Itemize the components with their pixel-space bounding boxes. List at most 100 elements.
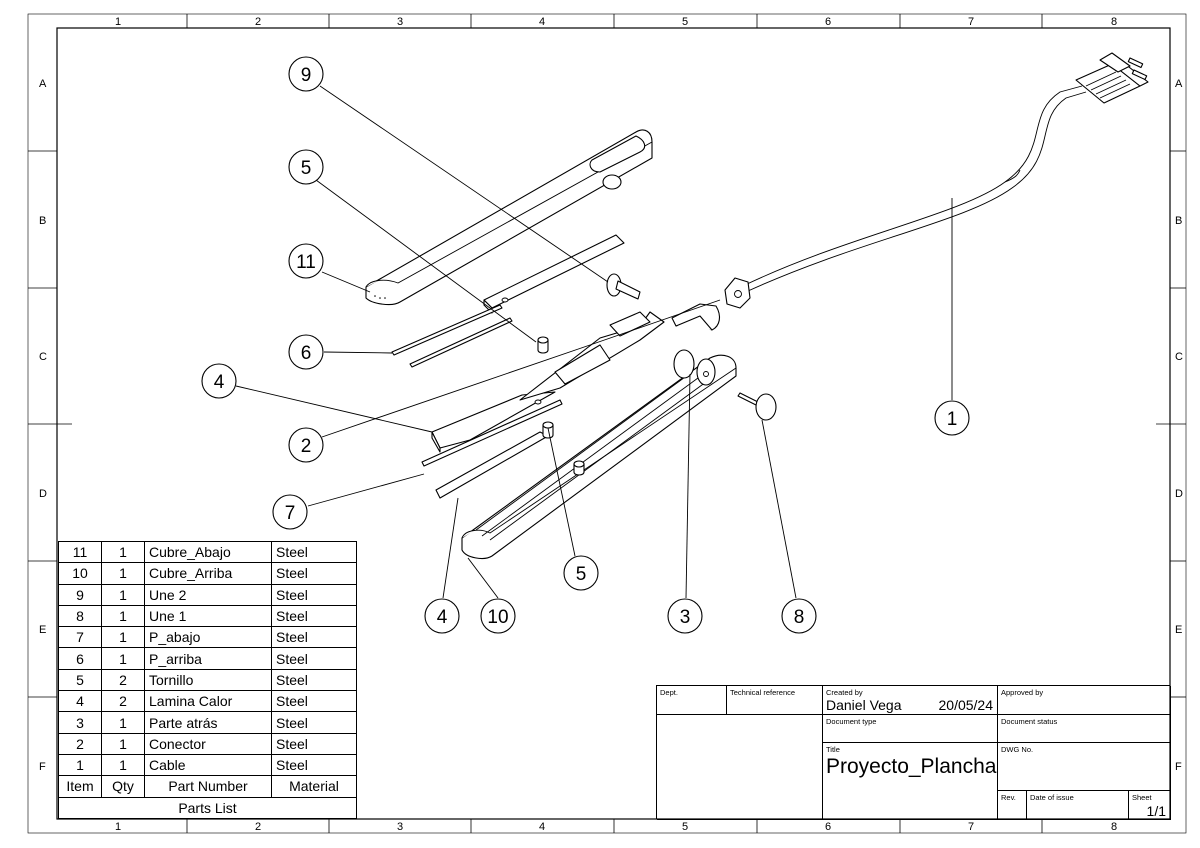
row-label: F [1175,761,1182,773]
svg-text:8: 8 [794,607,805,628]
balloon-5-bottom: 5 [563,555,599,591]
svg-text:11: 11 [296,252,316,273]
svg-text:4: 4 [437,607,448,628]
row-label: B [1175,215,1182,227]
cell-qty: 1 [101,604,145,628]
row-label: E [1175,624,1182,636]
col-label: 1 [115,16,121,28]
header-qty: Qty [101,775,145,798]
col-label: 2 [255,16,261,28]
cell-part: Conector [144,732,272,755]
balloon-9: 9 [288,56,324,92]
tb-created-by: Created by Daniel Vega 20/05/24 [823,686,998,715]
row-label: E [39,624,46,636]
col-label: 7 [968,16,974,28]
svg-text:2: 2 [301,436,312,457]
cell-material: Steel [271,604,357,628]
row-label: A [39,78,47,90]
col-label: 5 [682,16,688,28]
balloon-8: 8 [781,598,817,634]
svg-text:5: 5 [576,564,587,585]
cell-material: Steel [271,540,357,564]
col-label: 7 [968,821,974,833]
cell-part: Tornillo [144,668,272,692]
balloon-4-bottom: 4 [424,598,460,634]
tb-document-type: Document type [823,715,998,743]
dept-label: Dept. [660,688,678,697]
header-item: Item [58,775,102,798]
cell-material: Steel [271,711,357,734]
row-label: A [1175,78,1183,90]
cell-item: 1 [58,753,102,777]
column-labels-bottom: 1 2 3 4 5 6 7 8 [115,821,1117,833]
cell-item: 4 [58,690,102,713]
row-label: D [39,488,47,500]
col-label: 4 [539,16,545,28]
upper-plate-part [391,234,641,368]
cell-part: Cubre_Arriba [144,562,272,585]
row-label: B [39,215,46,227]
row-labels-right: A B C D E F [1175,78,1183,773]
col-label: 2 [255,821,261,833]
balloon-6: 6 [288,334,324,370]
cell-part: P_arriba [144,647,272,670]
outer-frame [27,13,1187,834]
cell-item: 7 [58,626,102,649]
svg-text:1: 1 [947,409,958,430]
tb-technical-reference: Technical reference [727,686,823,715]
balloon-4-top: 4 [201,363,237,399]
lower-cover-part [461,349,737,559]
leader-lines [235,85,953,599]
cell-part: Une 2 [144,583,272,606]
balloon-1: 1 [934,400,970,436]
cell-qty: 1 [101,562,145,585]
cell-material: Steel [271,690,357,713]
cell-material: Steel [271,626,357,649]
header-part-number: Part Number [144,775,272,798]
svg-text:5: 5 [301,158,312,179]
col-label: 6 [825,821,831,833]
cell-qty: 1 [101,626,145,649]
cell-qty: 1 [101,732,145,755]
row-labels-left: A B C D E F [39,78,47,773]
cell-part: Une 1 [144,604,272,628]
cell-material: Steel [271,732,357,755]
inner-frame [56,27,1171,820]
cell-qty: 1 [101,753,145,777]
cell-item: 9 [58,583,102,606]
date-of-issue-label: Date of issue [1030,793,1074,802]
approved-by-label: Approved by [1001,688,1044,697]
svg-text:7: 7 [285,503,296,524]
tb-dept: Dept. [657,686,727,715]
rev-label: Rev. [1001,793,1016,802]
pin-part [737,392,777,421]
dwg-no-label: DWG No. [1001,745,1034,754]
technical-reference-label: Technical reference [730,688,796,697]
balloon-11: 11 [288,243,324,279]
cell-item: 3 [58,711,102,734]
cell-item: 8 [58,604,102,628]
cell-item: 6 [58,647,102,670]
cell-item: 11 [58,540,102,564]
row-label: C [1175,351,1183,363]
cell-qty: 1 [101,540,145,564]
balloon-10: 10 [480,598,516,634]
cell-item: 10 [58,562,102,585]
tb-dwg-no: DWG No. [998,743,1171,791]
row-label: D [1175,488,1183,500]
cell-qty: 1 [101,647,145,670]
col-label: 5 [682,821,688,833]
tb-approved-by: Approved by [998,686,1171,715]
document-type-label: Document type [826,717,877,726]
balloon-3: 3 [667,598,703,634]
